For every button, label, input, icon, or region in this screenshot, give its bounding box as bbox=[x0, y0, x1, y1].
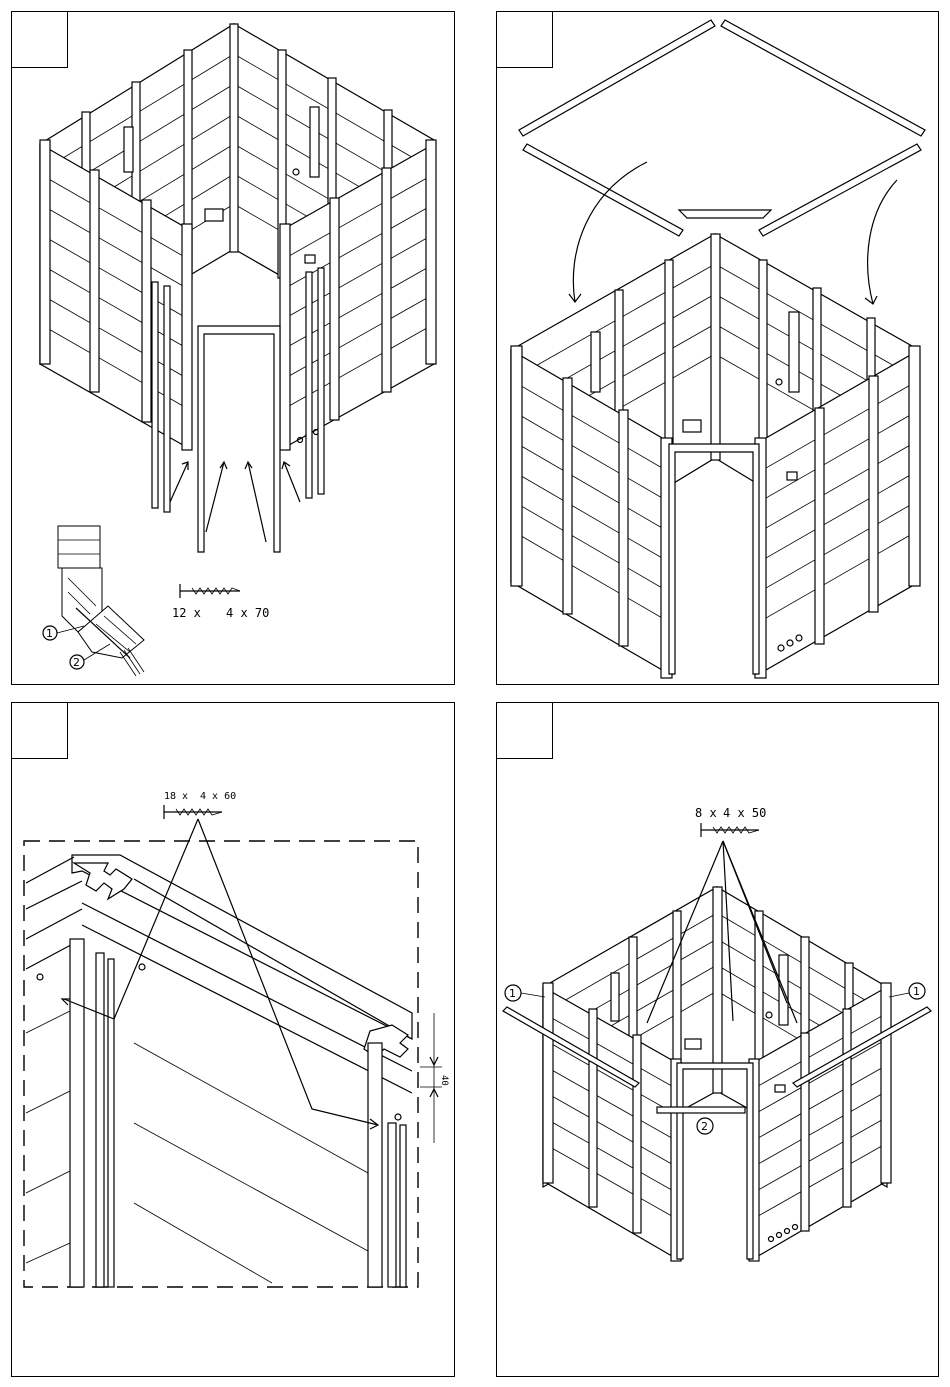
corner-strip-left bbox=[152, 282, 158, 508]
trim-strip-door bbox=[657, 1107, 745, 1113]
screw-hole bbox=[139, 964, 145, 970]
sauna-roof-frame-drawing bbox=[497, 12, 940, 686]
screw-quantity: 12 x bbox=[172, 606, 201, 620]
corner-strip-right bbox=[306, 272, 312, 498]
screw-size: 4 x 50 bbox=[723, 806, 766, 820]
panel-step-3: 18 x 4 x 60 bbox=[11, 702, 455, 1377]
door-frame bbox=[669, 444, 759, 674]
screw-size: 4 x 60 bbox=[200, 791, 236, 802]
door-frame bbox=[198, 326, 280, 552]
sauna-cabin-drawing: 12 x 4 x 70 1 2 bbox=[12, 12, 456, 686]
control-panel bbox=[205, 209, 223, 221]
panel-step-4: 8 x 4 x 50 bbox=[496, 702, 939, 1377]
screw-quantity: 8 x bbox=[695, 806, 717, 820]
callout-label: 1 bbox=[913, 985, 920, 998]
screw-hole bbox=[37, 974, 43, 980]
socket bbox=[305, 255, 315, 263]
dimension-40 bbox=[420, 1013, 442, 1143]
panel-step-1: 12 x 4 x 70 1 2 bbox=[11, 11, 455, 685]
callout-label: 1 bbox=[509, 987, 516, 1000]
screw-icon bbox=[164, 805, 222, 819]
screw-icon bbox=[701, 823, 759, 837]
corner-strip-right bbox=[318, 268, 324, 494]
roof-frame-pieces bbox=[519, 20, 925, 236]
callout-label: 1 bbox=[46, 627, 53, 640]
panel-step-2 bbox=[496, 11, 939, 685]
roof-frame-detail-drawing: 18 x 4 x 60 bbox=[12, 703, 456, 1378]
corner-joint-detail bbox=[58, 526, 144, 676]
vent-slot bbox=[310, 107, 319, 177]
screw-size: 4 x 70 bbox=[226, 606, 269, 620]
screw-icon bbox=[180, 584, 240, 598]
callout-label: 2 bbox=[73, 656, 80, 669]
screw-hole bbox=[395, 1114, 401, 1120]
sauna-trim-drawing: 8 x 4 x 50 bbox=[497, 703, 940, 1378]
vent-slot bbox=[124, 127, 133, 172]
dimension-label: 40 bbox=[439, 1075, 449, 1086]
callout-label: 2 bbox=[701, 1120, 708, 1133]
corner-strip-left bbox=[164, 286, 170, 512]
screw-quantity: 18 x bbox=[164, 791, 188, 802]
